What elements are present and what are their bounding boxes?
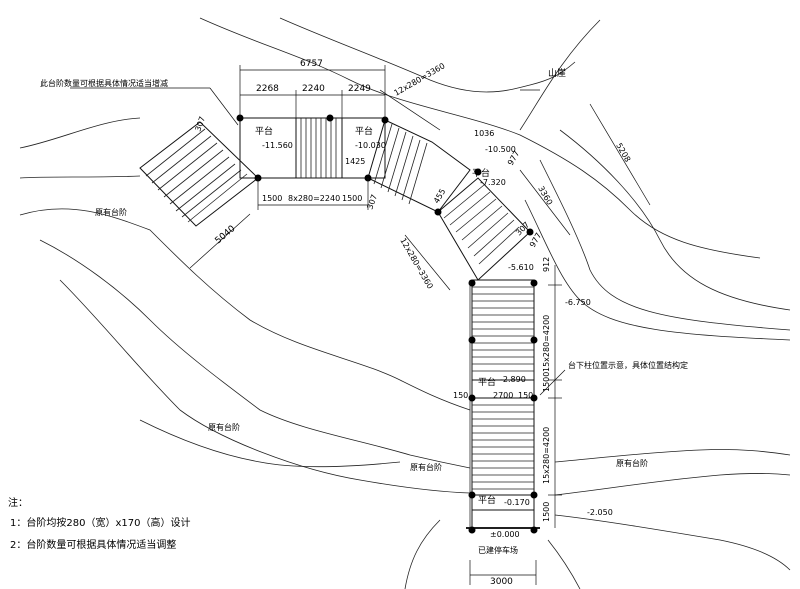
dimension-lines [70,65,651,585]
dim-912: 912 [542,257,551,272]
stair-flight-top [239,117,386,179]
paved-road-label: 已建停车场 [478,545,518,555]
stair-treads-right-lower [443,184,520,265]
existing-steps-2: 原有台阶 [208,422,240,432]
platform-elev-1: -11.560 [262,141,293,150]
platform-label-3: 平台 [472,167,490,179]
existing-steps-3: 原有台阶 [410,462,442,472]
elev-zero: ±0.000 [490,530,520,539]
dim-12x280-upper: 12x280=3360 [393,61,447,97]
dim-top-1: 2268 [256,84,279,94]
dim-2700: 2700 [493,391,513,400]
dim-bottom-1: 1500 [262,194,282,203]
elev-6750: -6.750 [565,298,591,307]
platform-elev-4: -2.890 [500,375,526,384]
dim-top-3: 2249 [348,84,371,94]
dim-5208: 5208 [614,142,632,164]
stair-treads-top [300,118,337,178]
stair-flight-right-lower [437,177,531,281]
dim-307-left: 307 [193,115,207,132]
stair-treads-right-upper [373,123,428,205]
dim-307-mid: 307 [365,193,379,210]
dim-bottom-3: 1500 [342,194,362,203]
platform-label-5: 平台 [478,494,496,506]
dim-1425: 1425 [345,157,365,166]
stair-treads-vertical [472,286,534,490]
stair-treads-left [145,128,248,223]
stair-flight-right-upper [367,119,471,213]
dim-5040: 5040 [214,224,238,247]
drawing-labels: 6757 2268 2240 2249 1500 8x280=2240 1500… [40,59,688,587]
dim-top-2: 2240 [302,84,325,94]
dim-15x280-lower: 15x280=4200 [542,427,551,484]
dim-1036: 1036 [474,129,494,138]
platform-elev-2: -10.030 [355,141,386,150]
dim-15x280-upper: 15x280=4200 [542,315,551,372]
existing-steps-1: 原有台阶 [95,207,127,217]
dim-bottom-2: 8x280=2240 [288,194,340,203]
terrain-contours [19,17,791,589]
platform-label-4: 平台 [478,376,496,388]
cliff-label: 山崖 [548,68,566,79]
note-item-2: 2：台阶数量可根据具体情况适当调整 [10,540,177,551]
dim-1500-lower: 1500 [542,502,551,522]
dim-3000: 3000 [490,577,513,587]
note-item-1: 1：台阶均按280（宽）x170（高）设计 [10,518,191,529]
notes-title: 注： [8,498,28,509]
dim-150-right: 150 [518,391,533,400]
dim-1500-upper: 1500 [542,372,551,392]
dim-12x280-lower: 12x280=3360 [398,237,434,291]
platform-elev-3: -7.320 [480,178,506,187]
platform-label-1: 平台 [255,125,273,137]
under-column-note: 台下柱位置示意，具体位置结构定 [568,360,688,370]
top-note: 此台阶数量可根据具体情况适当增减 [40,78,168,88]
elev-2050: -2.050 [587,508,613,517]
dim-150-left: 150 [453,391,468,400]
elev-10500: -10.500 [485,145,516,154]
stair-flight-vertical [466,279,540,529]
platform-label-2: 平台 [355,125,373,137]
existing-steps-4: 原有台阶 [616,458,648,468]
dim-3360: 3360 [536,185,554,207]
dim-overall-top: 6757 [300,59,323,69]
elev-5610: -5.610 [508,263,534,272]
platform-elev-5: -0.170 [504,498,530,507]
